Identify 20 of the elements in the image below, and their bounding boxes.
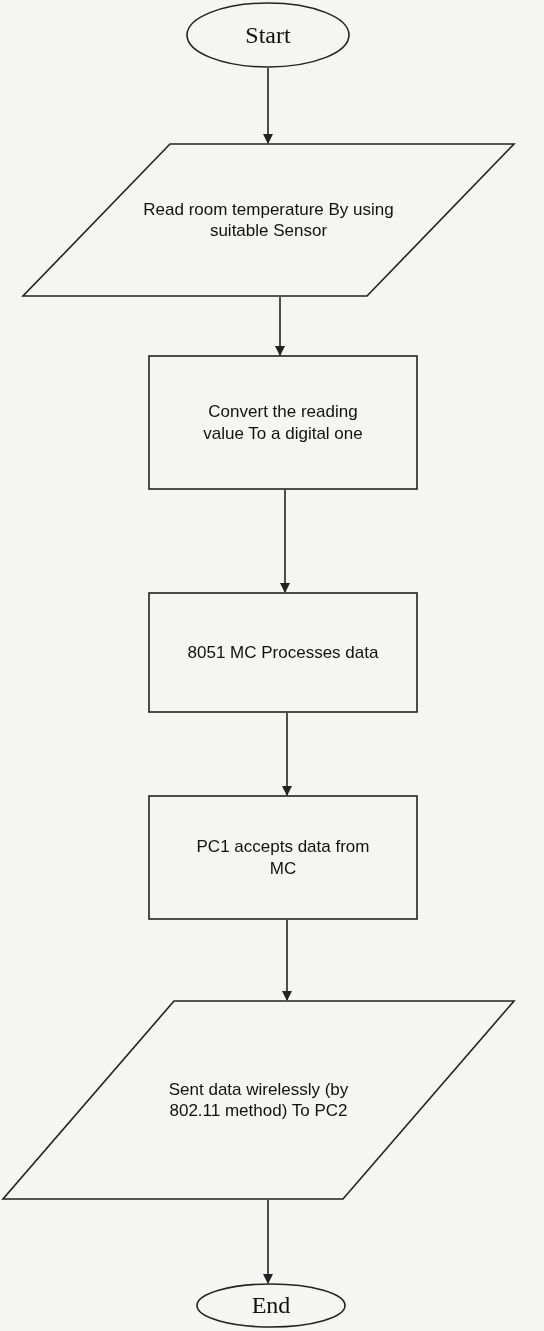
terminal-ellipse [186, 2, 350, 68]
arrow [263, 67, 273, 144]
process-box [148, 795, 418, 920]
arrow [282, 712, 292, 796]
node-label: Read room temperature By using suitable Sensor [142, 198, 395, 242]
arrow [263, 1199, 273, 1284]
process-box [148, 355, 418, 490]
node-label: Convert the reading value To a digital one [202, 401, 364, 444]
arrow [280, 489, 290, 593]
node-label: Sent data wirelessly (by 802.11 method) To PC2 [167, 1078, 350, 1122]
node-label: End [251, 1292, 291, 1319]
node-label: PC1 accepts data from MC [195, 836, 371, 879]
node-label: Start [245, 21, 291, 49]
arrow [275, 296, 285, 356]
input-output-parallelogram [22, 143, 515, 297]
node-label: 8051 MC Processes data [187, 641, 379, 664]
process-box [148, 592, 418, 713]
terminal-ellipse [196, 1283, 346, 1328]
arrow [282, 919, 292, 1001]
input-output-parallelogram [2, 1000, 515, 1200]
